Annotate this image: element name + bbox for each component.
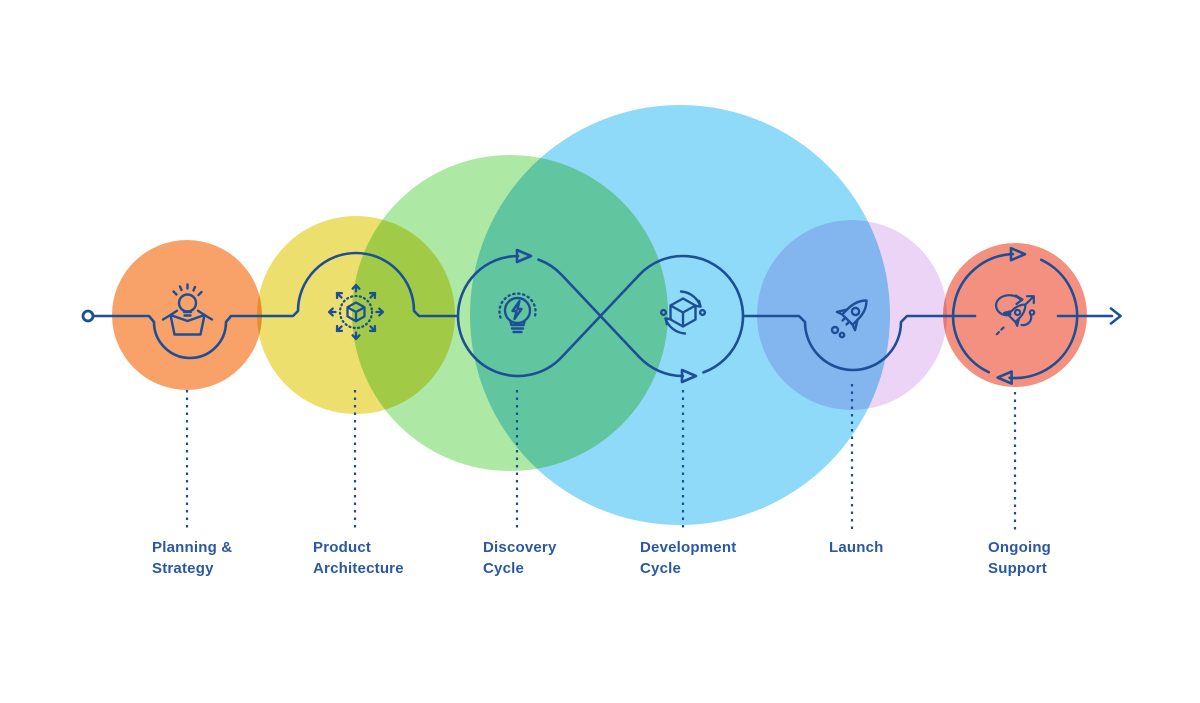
- ring-arrow-icon: [1009, 246, 1027, 262]
- expand-cube-icon: [327, 283, 385, 341]
- stage-label-launch: Launch: [829, 539, 884, 556]
- stage-label-development: Development Cycle: [640, 539, 737, 577]
- stage-label-planning: Planning & Strategy: [152, 539, 233, 577]
- end-arrow-icon: [1109, 307, 1122, 325]
- stage-label-architecture: Product Architecture: [313, 539, 404, 577]
- lightbulb-bolt-icon: [498, 292, 537, 334]
- start-node-icon: [81, 309, 95, 323]
- loop-arrow-icon: [680, 368, 698, 384]
- stage-label-discovery: Discovery Cycle: [483, 539, 557, 577]
- loop-arrow-icon: [515, 248, 533, 264]
- flow-line: [91, 251, 1114, 378]
- rotating-cube-icon: [659, 290, 707, 335]
- rocket-icon: [830, 299, 868, 339]
- ring-arrow-icon: [996, 370, 1013, 385]
- idea-box-icon: [161, 283, 214, 336]
- orbit-rocket-icon: [995, 294, 1036, 336]
- stage-label-support: Ongoing Support: [988, 539, 1052, 577]
- cycle-ring: [951, 252, 1079, 380]
